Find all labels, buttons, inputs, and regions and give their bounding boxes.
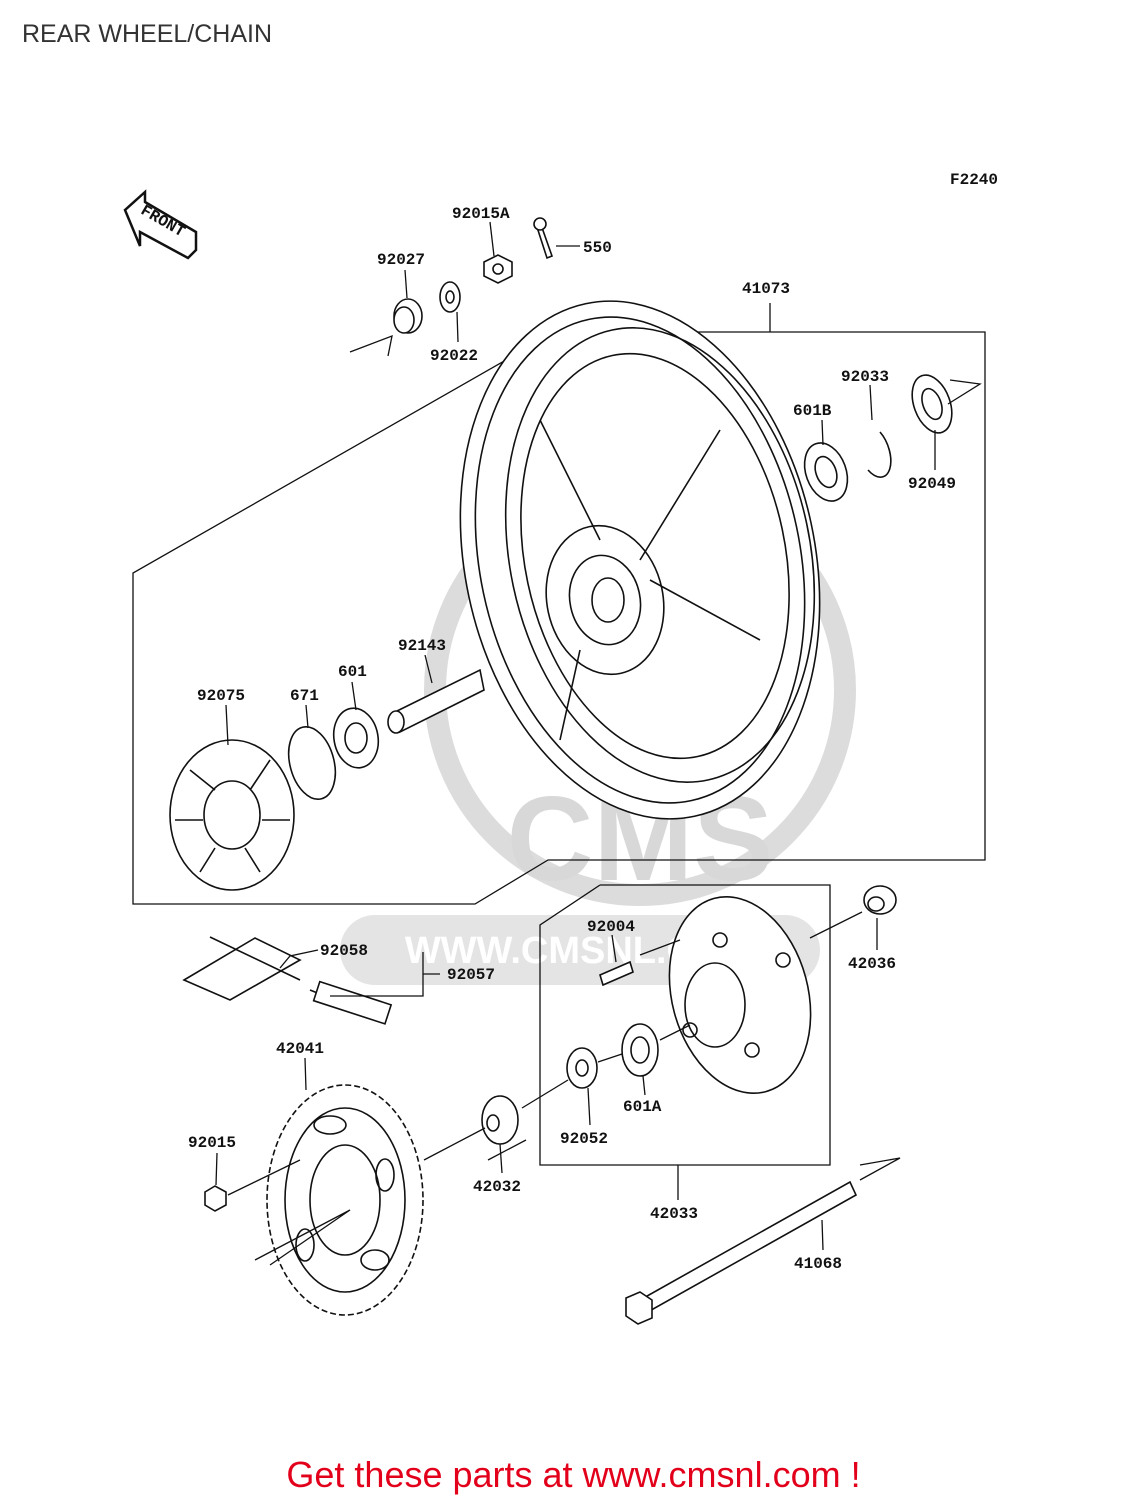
exploded-parts-diagram: CMS WWW.CMSNL.COM FRONT F2240 (123, 171, 998, 1325)
page-title: REAR WHEEL/CHAIN (22, 20, 273, 48)
part-label: 92143 (398, 637, 446, 655)
part-label: 92027 (377, 251, 425, 269)
part-label: 92075 (197, 687, 245, 705)
rear-wheel (459, 300, 821, 820)
wheel-assembly-outline (132, 303, 986, 905)
coupling-assembly-outline (539, 884, 831, 1200)
part-label: 42041 (276, 1040, 324, 1058)
part-labels: 92015A 550 92027 92022 41073 92033 601B … (188, 205, 956, 1273)
part-label: 92057 (447, 966, 495, 984)
part-label: 42032 (473, 1178, 521, 1196)
part-label: 41073 (742, 280, 790, 298)
part-label: 92033 (841, 368, 889, 386)
part-label: 92004 (587, 918, 635, 936)
figure-code: F2240 (950, 171, 998, 189)
part-label: 92052 (560, 1130, 608, 1148)
leader-lines (215, 221, 982, 1266)
part-label: 92058 (320, 942, 368, 960)
part-label: 601B (793, 402, 832, 420)
part-label: 550 (583, 239, 612, 257)
part-label: 601 (338, 663, 367, 681)
part-label: 671 (290, 687, 319, 705)
part-label: 42033 (650, 1205, 698, 1223)
part-label: 92015 (188, 1134, 236, 1152)
part-label: 41068 (794, 1255, 842, 1273)
cta-link[interactable]: Get these parts at www.cmsnl.com ! (286, 1454, 861, 1495)
part-label: 92015A (452, 205, 510, 223)
part-label: 42036 (848, 955, 896, 973)
part-label: 601A (623, 1098, 662, 1116)
front-arrow-icon: FRONT (123, 189, 198, 260)
part-label: 92049 (908, 475, 956, 493)
part-label: 92022 (430, 347, 478, 365)
part-shapes (169, 217, 953, 1325)
